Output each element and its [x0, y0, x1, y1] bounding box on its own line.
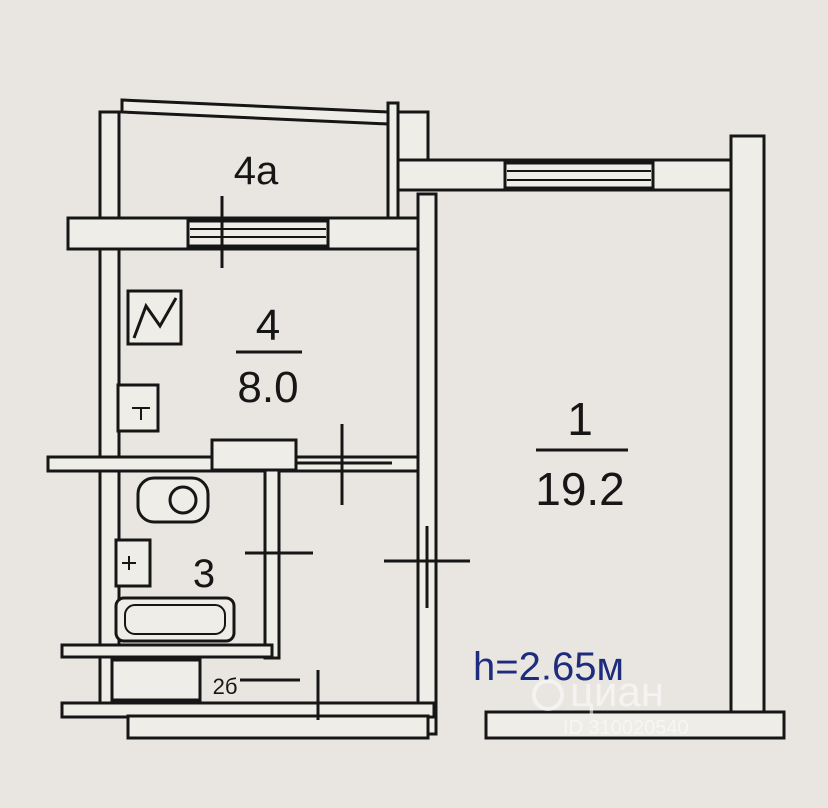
wall-bottom-living — [484, 710, 786, 740]
storage-shelf — [110, 658, 202, 702]
wall-right-outer — [729, 134, 766, 720]
room-label-balcony: 4а — [234, 149, 279, 193]
watermark-id: ID 310020540 — [563, 717, 689, 739]
room-label-kitchen-area: 8.0 — [237, 363, 298, 412]
wall-bottom-stub — [126, 714, 430, 740]
watermark-brand: циан — [570, 668, 664, 715]
wall-bath-bottom — [60, 643, 274, 659]
wall-partition — [416, 192, 438, 736]
window-kitchen — [186, 219, 330, 248]
balcony-top-rail — [120, 98, 390, 126]
sink-icon — [116, 383, 160, 433]
cian-logo-icon — [532, 679, 564, 711]
room-label-bathroom: 3 — [193, 552, 215, 596]
window-living — [503, 161, 655, 190]
watermark: циан ID 310020540 — [532, 668, 689, 739]
kitchen-counter — [210, 438, 298, 472]
room-label-living-number: 1 — [567, 393, 593, 445]
room-label-kitchen-number: 4 — [256, 301, 280, 350]
room-label-hall: 2б — [213, 674, 238, 699]
bathtub-icon — [114, 596, 236, 643]
room-label-living-area: 19.2 — [535, 463, 625, 515]
wall-step — [396, 110, 430, 164]
wall-bath-right — [263, 466, 281, 660]
